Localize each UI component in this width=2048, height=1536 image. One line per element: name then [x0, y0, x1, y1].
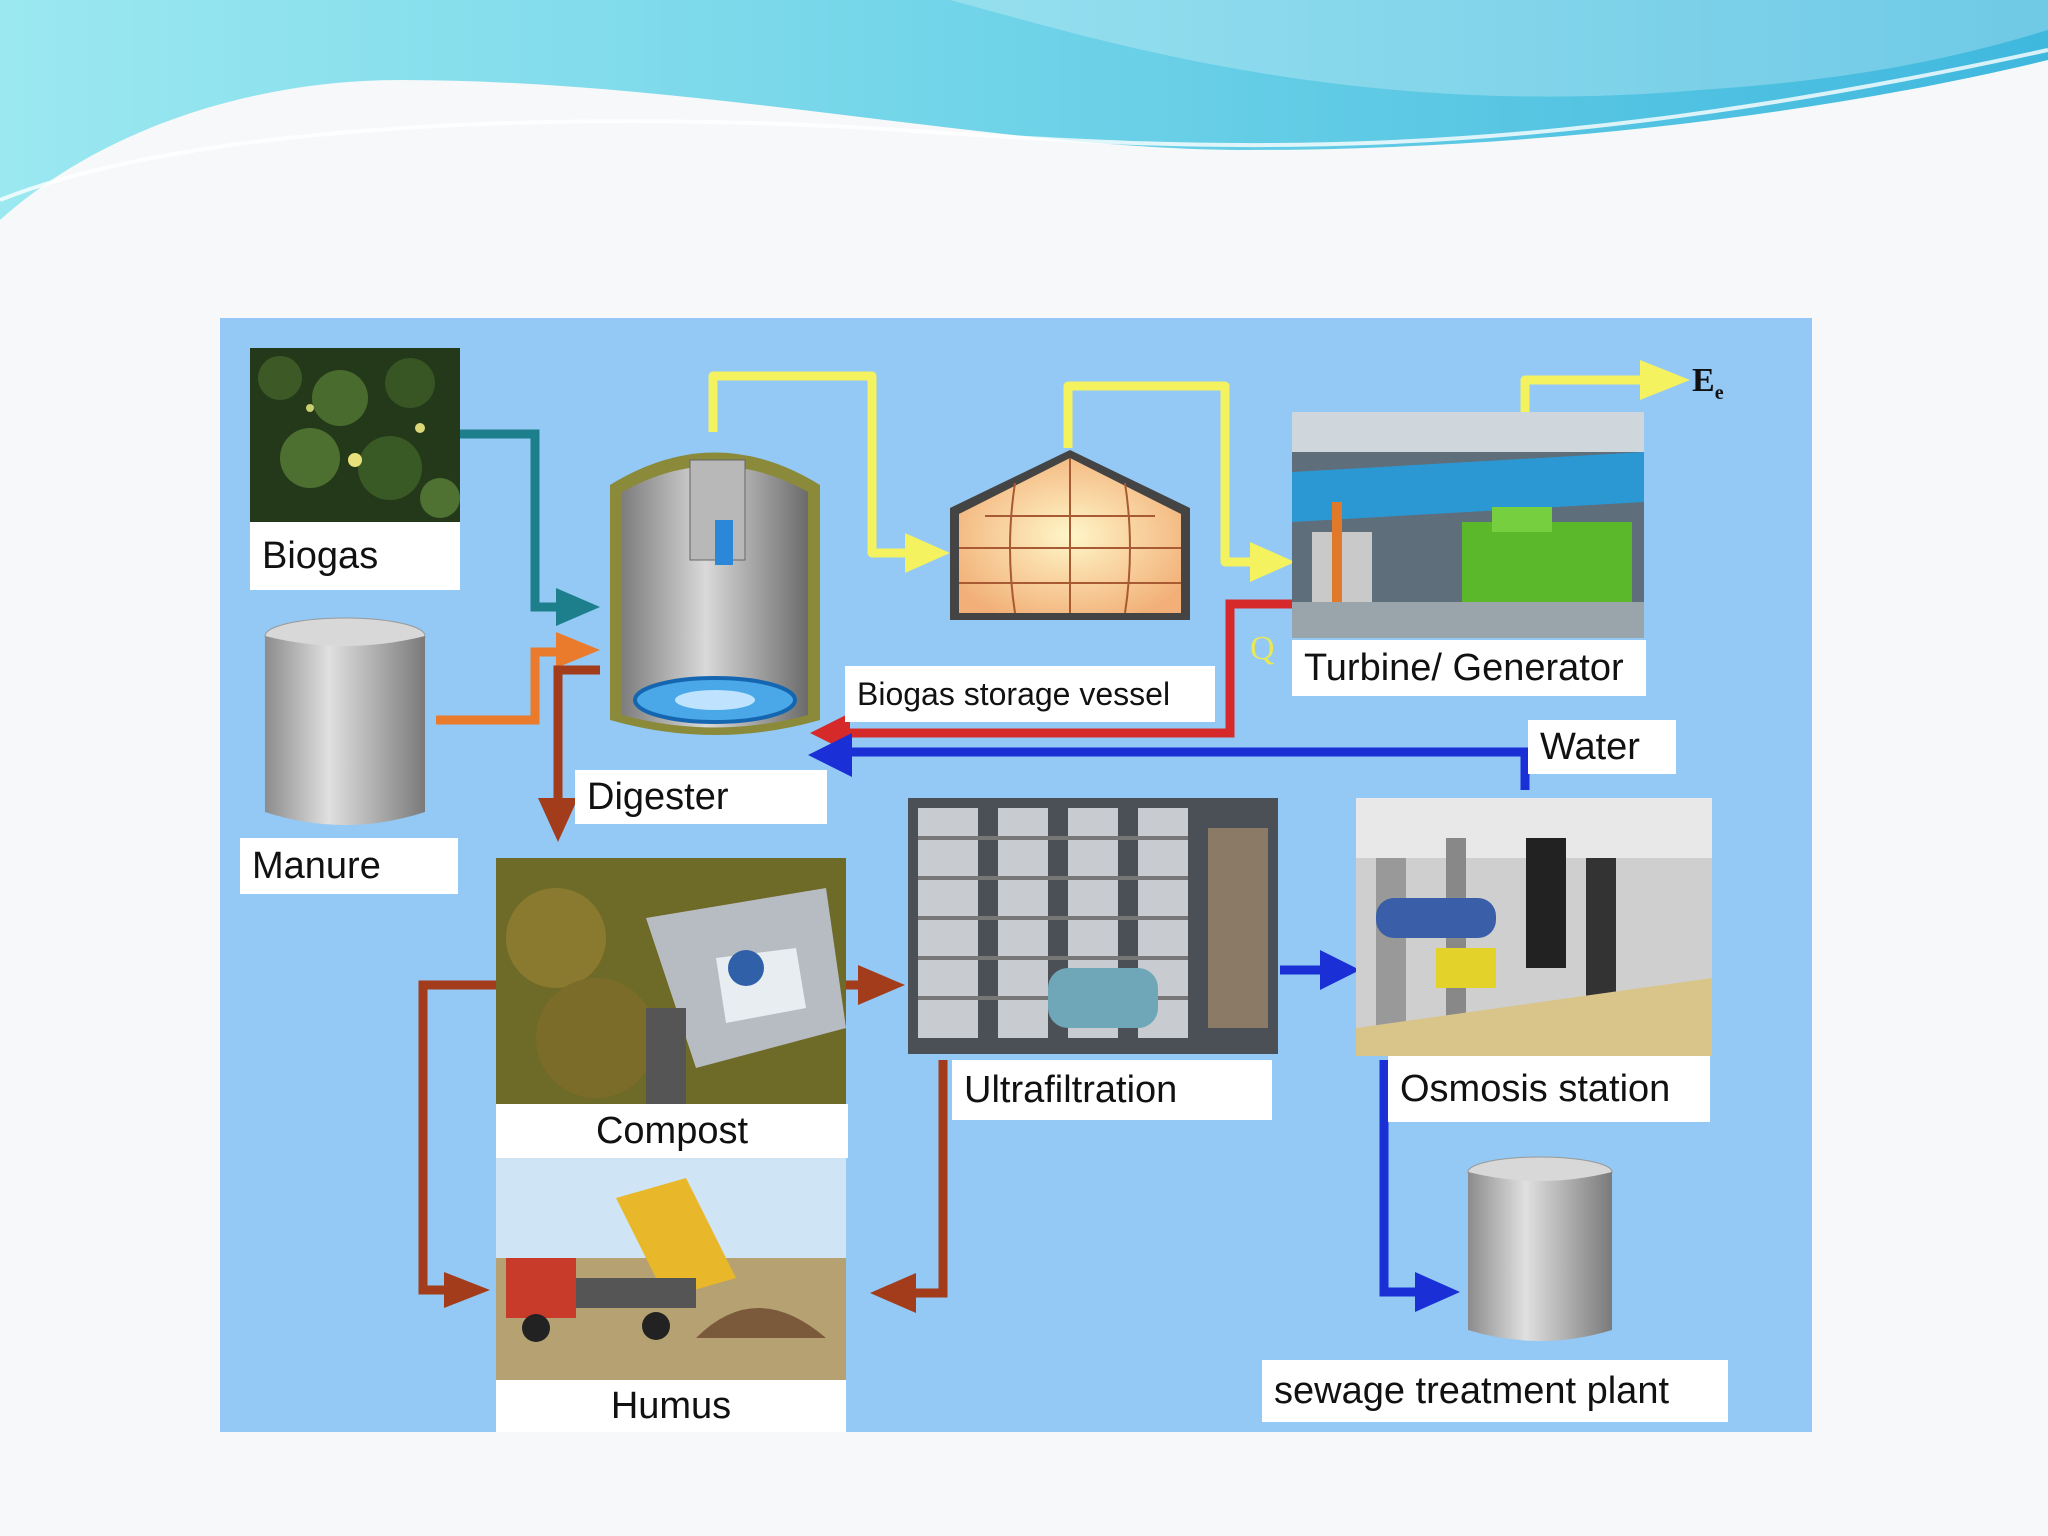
storage-dome-icon: [950, 450, 1190, 620]
node-label-sewage: sewage treatment plant: [1262, 1360, 1728, 1422]
digester-tank: [600, 430, 830, 740]
tank-icon: [264, 617, 426, 825]
turbine-generator-photo: [1292, 412, 1644, 638]
heat-symbol-q: Q: [1250, 630, 1275, 667]
tank-icon: [1467, 1156, 1613, 1341]
node-label-manure: Manure: [240, 838, 458, 894]
osmosis-station-photo: [1356, 798, 1712, 1056]
node-label-compost: Compost: [496, 1104, 848, 1158]
plant-material-photo: [250, 348, 460, 522]
node-label-digester: Digester: [575, 770, 827, 824]
sewage-tank: [1455, 1152, 1625, 1352]
ultrafiltration-icon: [908, 798, 1278, 1054]
ultrafiltration-photo: [908, 798, 1278, 1054]
turbine-icon: [1292, 412, 1644, 638]
osmosis-icon: [1356, 798, 1712, 1056]
manure-tank: [250, 612, 440, 838]
node-label-biogas: Biogas: [250, 522, 460, 590]
compost-photo: [496, 858, 846, 1104]
digester-icon: [610, 452, 820, 735]
humus-truck-icon: [496, 1158, 846, 1380]
node-label-turbine: Turbine/ Generator: [1292, 640, 1646, 696]
header-wave-decoration: [0, 0, 2048, 220]
energy-output-symbol: Ee: [1692, 362, 1724, 404]
node-label-humus: Humus: [496, 1380, 846, 1432]
plant-leaves-icon: [250, 348, 460, 522]
biogas-storage-vessel: [945, 448, 1195, 620]
node-label-water: Water: [1528, 720, 1676, 774]
node-label-osmosis: Osmosis station: [1388, 1056, 1710, 1122]
compost-machine-icon: [496, 858, 846, 1104]
node-label-storage: Biogas storage vessel: [845, 666, 1215, 722]
node-label-ultrafiltration: Ultrafiltration: [952, 1060, 1272, 1120]
humus-photo: [496, 1158, 846, 1380]
